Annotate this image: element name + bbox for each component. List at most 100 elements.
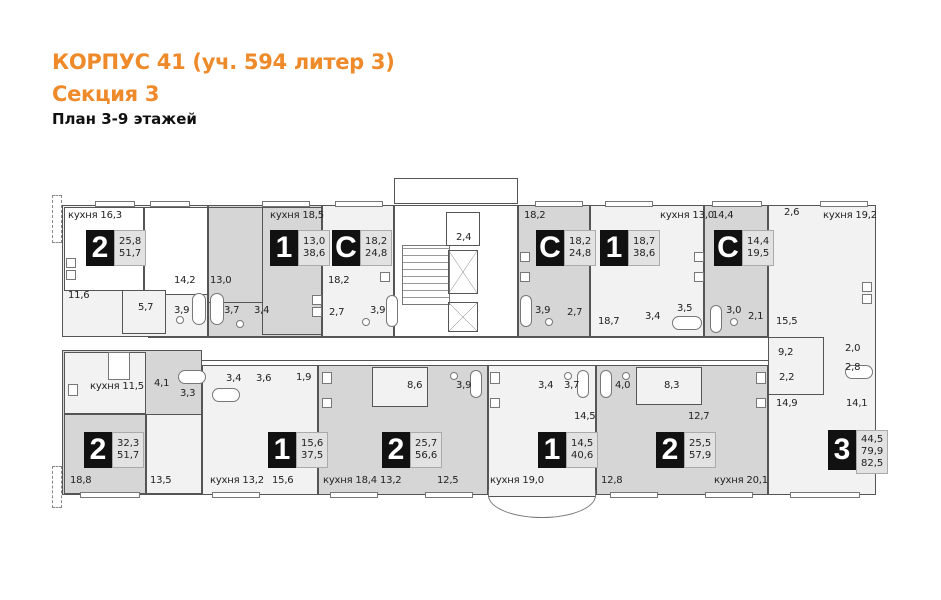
window (212, 492, 260, 498)
room-area-label: 3,3 (180, 388, 196, 399)
bathtub-icon (470, 370, 482, 398)
room-area-label: 11,6 (68, 290, 90, 301)
room-kitchen (64, 352, 146, 414)
window (80, 492, 140, 498)
sink-icon (520, 272, 530, 282)
living-area: 13,0 (303, 236, 326, 247)
balcony-outline (52, 195, 62, 243)
total-area: 79,9 (861, 446, 884, 457)
room-area-label: 3,4 (254, 305, 270, 316)
stair-projection (394, 178, 518, 204)
apt-1-bottom (202, 365, 318, 495)
corridor (148, 337, 768, 361)
living-area: 14,5 (571, 438, 594, 449)
apartment-type: 2 (86, 230, 114, 266)
total-area: 51,7 (117, 450, 140, 461)
apartment-type: 1 (270, 230, 298, 266)
room-area-label: 2,0 (845, 343, 861, 354)
room-area-label: 4,0 (615, 380, 631, 391)
room-hall (636, 367, 702, 405)
living-area: 44,5 (861, 434, 884, 445)
apt-1-top-right (590, 205, 704, 337)
room-area-label: кухня 13,0 (660, 210, 714, 221)
room-area-label: 3,4 (645, 311, 661, 322)
room-area-label: 1,9 (296, 372, 312, 383)
living-area: 15,6 (301, 438, 324, 449)
living-area: 25,7 (415, 438, 438, 449)
room-area-label: 9,2 (778, 347, 794, 358)
stove-icon (322, 398, 332, 408)
floor-plan-subtitle: План 3-9 этажей (52, 110, 197, 128)
room-area-label: 4,1 (154, 378, 170, 389)
living-area: 18,2 (365, 236, 388, 247)
bay-window (488, 490, 596, 518)
room (208, 207, 264, 303)
room-area-label: 3,4 (226, 373, 242, 384)
window (820, 201, 868, 207)
room-area-label: 3,9 (370, 305, 386, 316)
room-area-label: 12,5 (437, 475, 459, 486)
room-area-label: кухня 13,2 (210, 475, 264, 486)
balcony-outline (52, 466, 62, 508)
toilet-icon (362, 318, 370, 326)
room-area-label: 8,3 (664, 380, 680, 391)
apartment-type: С (332, 230, 360, 266)
room-area-label: 14,4 (712, 210, 734, 221)
toilet-icon (622, 372, 630, 380)
bathtub-icon (577, 370, 589, 398)
staircase (402, 245, 450, 305)
room-area-label: 14,2 (174, 275, 196, 286)
room-area-label: 2,7 (567, 307, 583, 318)
total-area: 40,6 (571, 450, 594, 461)
stove-icon (694, 252, 704, 262)
stove-icon (66, 258, 76, 268)
living-area: 25,8 (119, 236, 142, 247)
room-area-label: 14,5 (574, 411, 596, 422)
total-area-2: 82,5 (861, 458, 884, 469)
window (605, 201, 653, 207)
window (610, 492, 658, 498)
total-area: 57,9 (689, 450, 712, 461)
stove-icon (490, 398, 500, 408)
room-area-label: 15,5 (776, 316, 798, 327)
window (95, 201, 135, 207)
window (705, 492, 753, 498)
room-area-label: 14,1 (846, 398, 868, 409)
room-hall-3 (768, 337, 824, 395)
sink-icon (312, 307, 322, 317)
bathtub-icon (600, 370, 612, 398)
toilet-icon (450, 372, 458, 380)
room-2-4 (446, 212, 480, 246)
room-area-label: 3,4 (538, 380, 554, 391)
bathtub-icon (520, 295, 532, 327)
total-area: 56,6 (415, 450, 438, 461)
living-area: 18,7 (633, 236, 656, 247)
stove-icon (312, 295, 322, 305)
window (330, 492, 378, 498)
window (712, 201, 762, 207)
room-area-label: 2,8 (845, 362, 861, 373)
apartment-type: 2 (84, 432, 112, 468)
toilet-icon (564, 372, 572, 380)
sink-icon (862, 294, 872, 304)
room-area-label: 12,8 (601, 475, 623, 486)
total-area: 38,6 (303, 248, 326, 259)
room (144, 207, 208, 295)
room-area-label: кухня 19,2 (823, 210, 877, 221)
room-area-label: 2,6 (784, 207, 800, 218)
window (790, 492, 860, 498)
apartment-type: 1 (538, 432, 566, 468)
bathtub-icon (710, 305, 722, 333)
